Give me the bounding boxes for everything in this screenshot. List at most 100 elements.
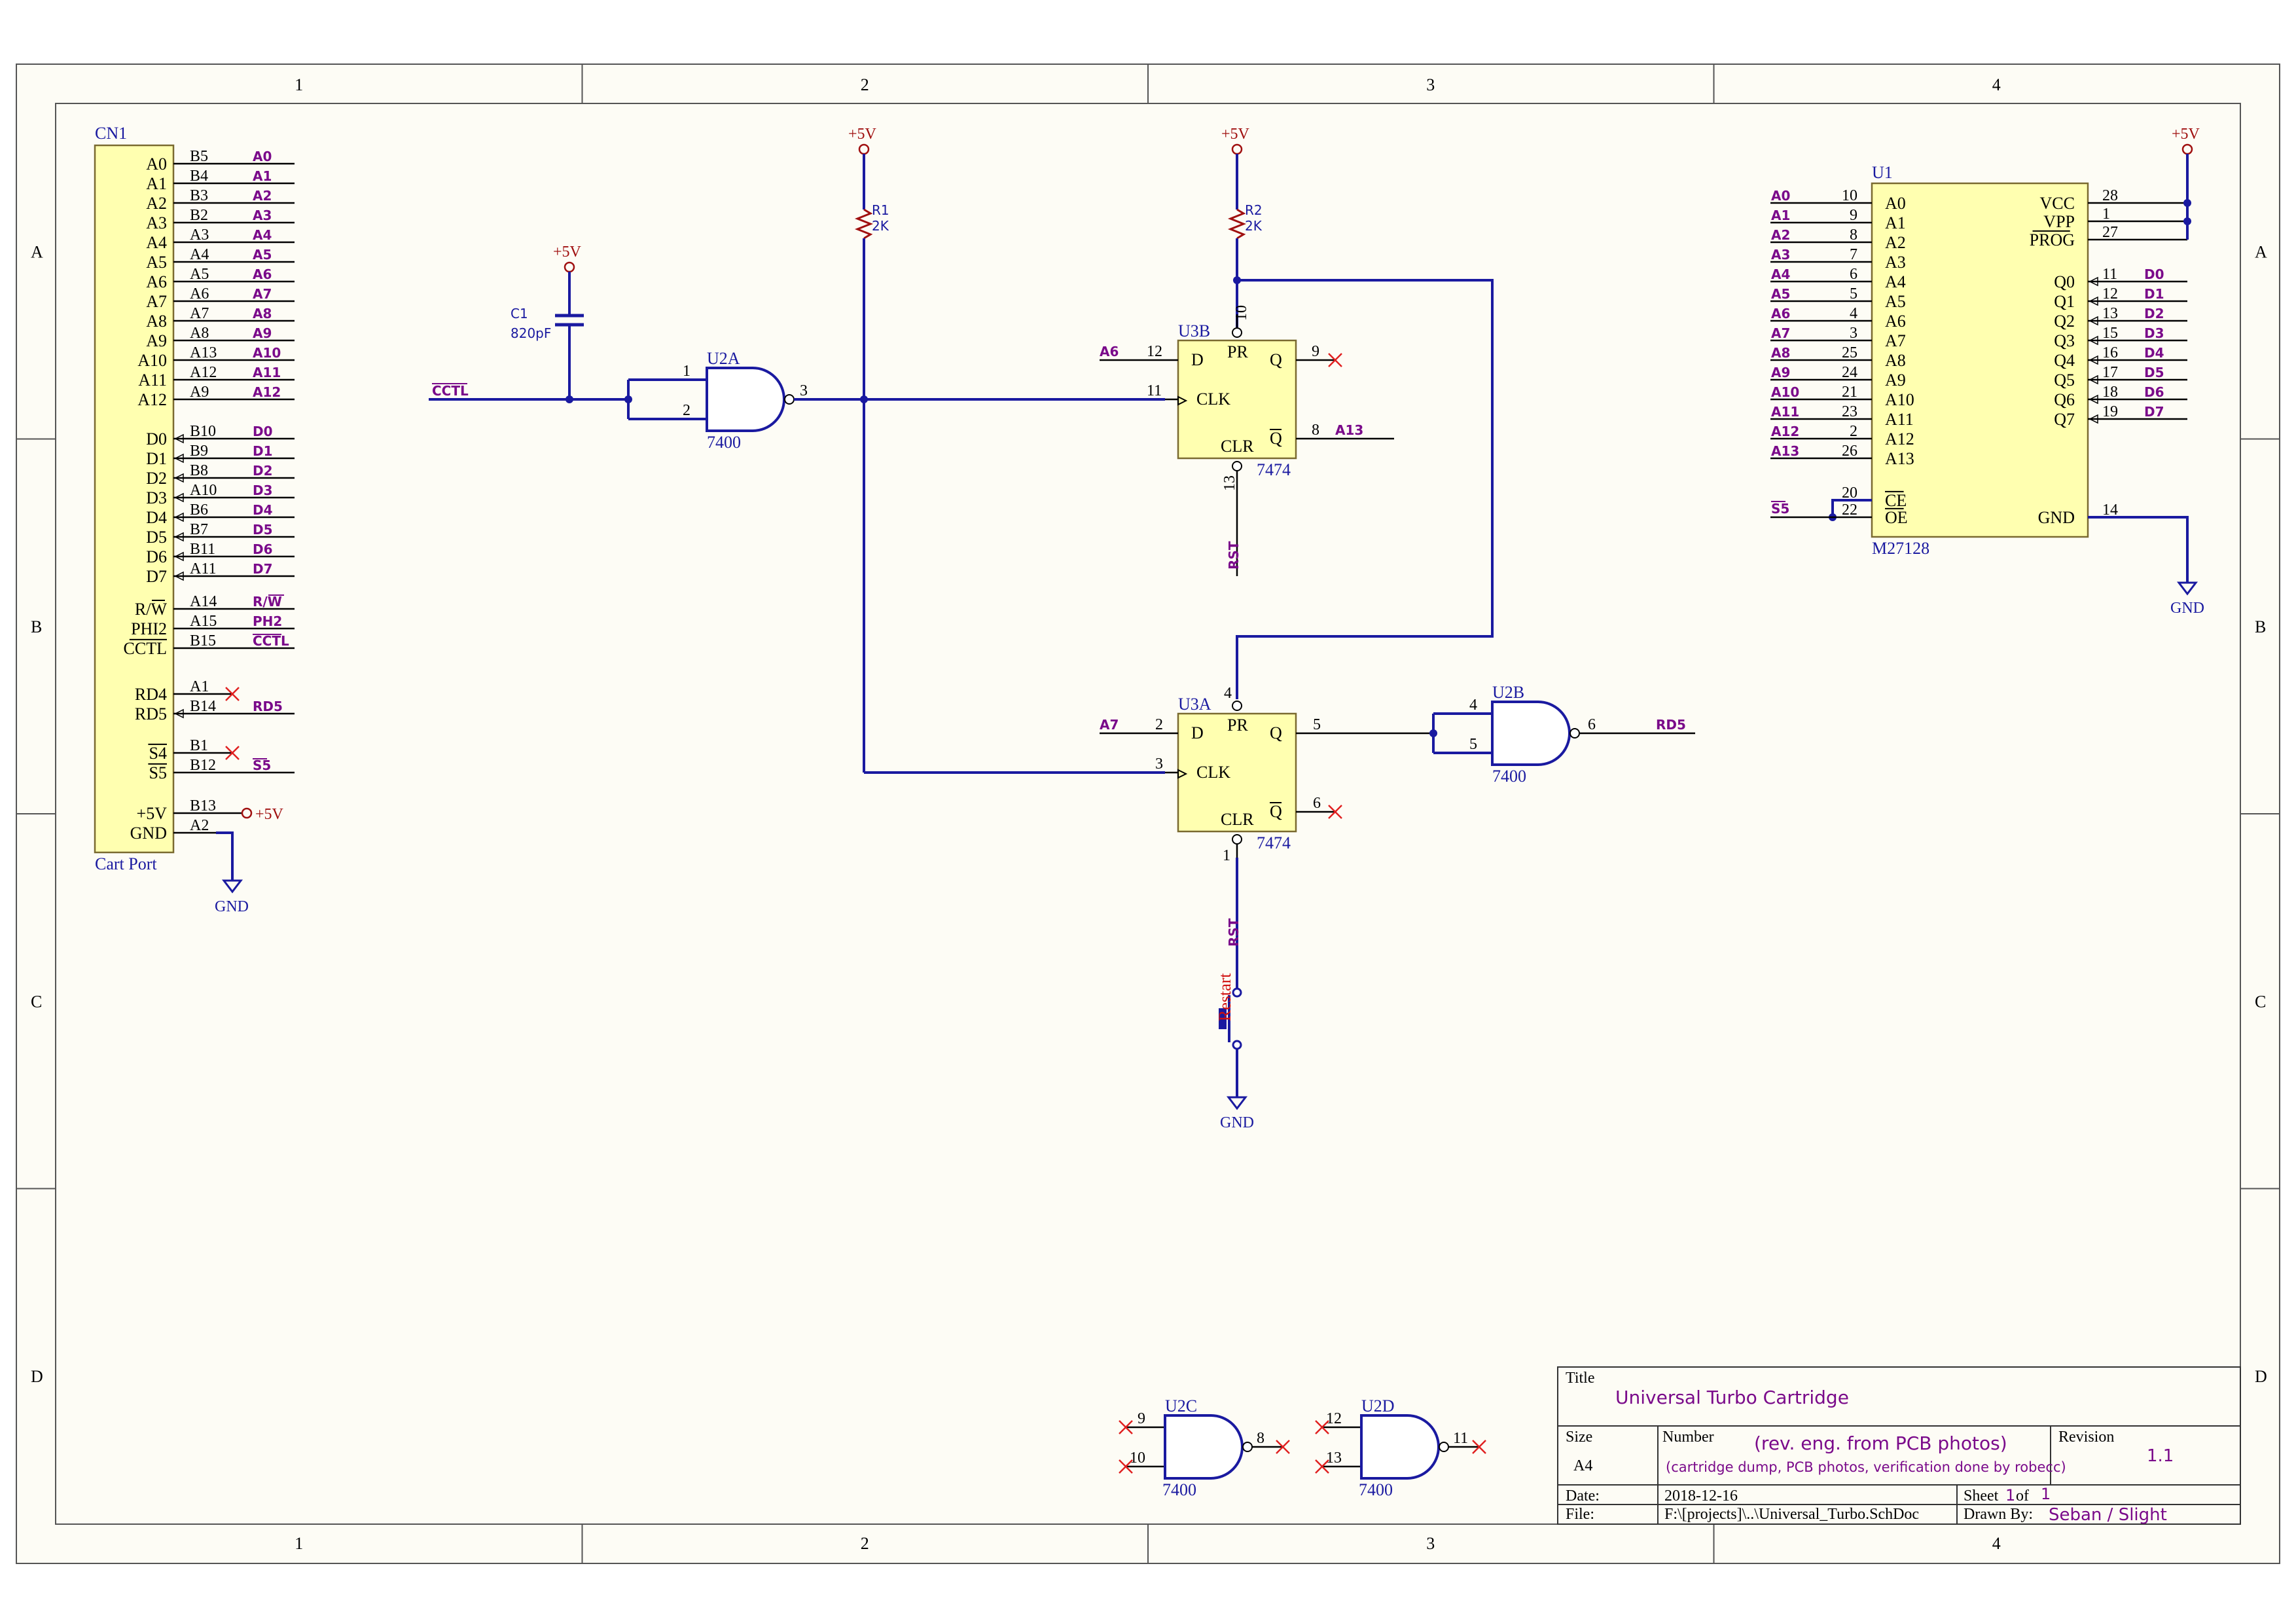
restart-gnd-label: GND [1220,1114,1254,1131]
cn1-pin-number: A15 [190,613,217,630]
cn1-pin-number: B9 [190,443,208,460]
cn1-pin-name: +5V [137,804,168,823]
u1-addr-pin: 26 [1842,443,1857,460]
u1-data-net: D1 [2144,286,2164,302]
u1-addr-net: A7 [1771,325,1790,341]
cn1-pin-name: A11 [138,371,167,390]
cn1-pin-net: S5 [253,757,271,773]
cn1-pin-net: R/W [253,594,282,610]
u1-addr-name: A0 [1885,194,1906,213]
tb-number-label: Number [1662,1429,1714,1446]
u2b-pin6: 6 [1588,716,1596,733]
u2b-body [1491,701,1571,766]
zone-row-right: C [2255,992,2266,1011]
cn1-pin-name: GND [130,824,167,843]
u1-s5-net: S5 [1771,501,1789,517]
tb-number-note: (cartridge dump, PCB photos, verificatio… [1666,1459,2066,1475]
u3b-pin-clr: 13 [1221,475,1238,491]
cn1-pin-net: A3 [253,208,272,223]
u3b-pin-clk: 11 [1147,382,1162,399]
u1-gnd-label: GND [2170,600,2204,617]
u3a-body [1177,712,1297,833]
cn1-gnd-label: GND [215,898,249,915]
u1-addr-net: A6 [1771,306,1790,321]
cn1-pin-name: D7 [146,567,167,586]
zone-row-right: A [2255,242,2267,261]
cn1-pin-net: A7 [253,286,272,302]
cn1-pin-name: CCTL [124,639,167,658]
cn1-pin-number: A8 [190,325,209,342]
u3a-pin-d: 2 [1155,716,1163,733]
u1-addr-pin: 8 [1850,227,1857,244]
u1-addr-pin: 23 [1842,403,1857,420]
cn1-pin-name: A1 [146,174,167,193]
u3a-pin-q: 5 [1313,716,1321,733]
zone-column-top: 1 [295,75,303,94]
u2b-part: 7400 [1492,767,1526,786]
u1-addr-pin: 4 [1850,305,1857,322]
u1-addr-net: A12 [1771,424,1799,439]
u1-addr-name: A7 [1885,331,1906,350]
u1-addr-net: A2 [1771,227,1790,243]
cn1-pin-number: A14 [190,593,217,610]
cn1-pin-number: B3 [190,187,208,204]
u3a-designator: U3A [1178,695,1211,714]
restart-gnd-symbol [1226,1096,1248,1110]
u1-addr-name: A13 [1885,449,1914,468]
zone-column-bottom: 3 [1426,1534,1435,1553]
u3a-flipflop: U3A 7474 D CLK PR CLR Q Q [1177,695,1297,852]
tb-size-label: Size [1566,1429,1592,1446]
cn1-pin-name: A5 [146,253,167,272]
u1-power-pin: 27 [2102,224,2118,241]
u3b-pin-pr: 10 [1233,305,1250,321]
u3a-label-qn: Q [1270,802,1282,821]
cn1-pin-name: D1 [146,449,167,468]
u2d-part: 7400 [1359,1480,1393,1499]
cn1-pin-name: D2 [146,469,167,488]
u1-data-pin: 19 [2102,403,2118,420]
cn1-pin-name: RD4 [135,685,167,704]
u1-addr-net: A10 [1771,384,1799,400]
tb-title-label: Title [1566,1370,1594,1387]
u3a-d-net: A7 [1100,717,1119,733]
zone-column-bottom: 1 [295,1534,303,1553]
cn1-pin-number: A11 [190,560,216,577]
u1-addr-name: A8 [1885,351,1906,370]
u1-addr-name: A3 [1885,253,1906,272]
u1-addr-net: A8 [1771,345,1790,361]
u1-addr-pin: 21 [1842,384,1857,401]
cn1-pin-name: R/W [135,600,168,619]
u1-ctrl-pin: 22 [1842,501,1857,519]
r1-resistor: +5V R1 2K [848,126,889,773]
tb-date-label: Date: [1566,1487,1600,1504]
tb-title: Universal Turbo Cartridge [1615,1387,1849,1408]
u2b-output-bubble [1570,728,1580,739]
cn1-pin-number: B6 [190,501,208,519]
u1-addr-name: A6 [1885,312,1906,331]
cn1-pin-name: A4 [146,233,167,252]
u1-vcc-label: +5V [2172,126,2200,143]
u1-data-pin: 15 [2102,325,2118,342]
cn1-pin-net: CCTL [253,633,289,649]
u1-addr-pin: 10 [1842,187,1857,204]
cn1-pin-net: RD5 [253,699,283,714]
cn1-pin-net: A2 [253,188,272,204]
u3a-label-clr: CLR [1221,810,1254,829]
cn1-pin-name: D4 [146,508,167,527]
restart-button: Restart GND [1215,973,1254,1131]
cn1-pin-number: B10 [190,423,216,440]
u1-body [1871,182,2089,538]
u1-addr-pin: 6 [1850,266,1857,283]
tb-revision-label: Revision [2058,1429,2114,1446]
u1-ctrl-name: CE [1885,491,1907,510]
r2-zigzag [1227,208,1247,240]
title-block: Title Universal Turbo Cartridge Size A4 … [1557,1366,2241,1525]
cn1-pin-net: D1 [253,443,273,459]
u3a-label-d: D [1191,723,1204,742]
u1-data-net: D5 [2144,365,2164,380]
cn1-pin-name: PHI2 [131,619,167,638]
u2c-body [1164,1414,1244,1480]
r1-value: 2K [872,218,889,234]
u3a-pin-qn: 6 [1313,795,1321,812]
